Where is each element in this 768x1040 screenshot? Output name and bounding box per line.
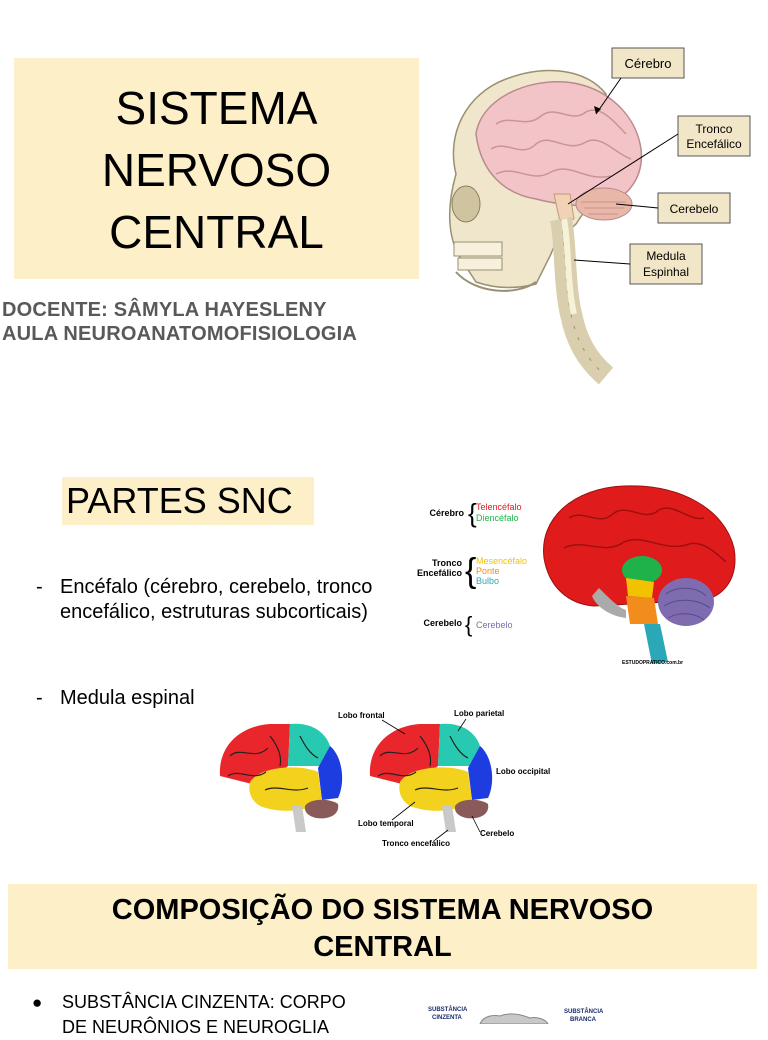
lobe-pointer-cerebelo [471, 815, 481, 833]
arrow-cerebro [595, 77, 622, 115]
label-box-cerebelo [657, 192, 731, 224]
title-box: SISTEMA NERVOSO CENTRAL [14, 58, 419, 279]
aula-credit: AULA NEUROANATOMOFISIOLOGIA [2, 323, 358, 345]
snc-label-tronco-2: Encefálico [417, 568, 463, 578]
snc-grey-region [592, 588, 626, 618]
left-sulci [227, 735, 319, 791]
left-cerebellum [304, 799, 339, 819]
composicao-heading-line-1: COMPOSIÇÃO DO SISTEMA NERVOSO [111, 894, 654, 926]
snc-telencefalo-shape [543, 485, 736, 607]
arrow-cerebelo [615, 203, 659, 209]
lower-teeth [457, 257, 503, 271]
right-brain [369, 723, 493, 832]
brain-gyri [490, 109, 632, 178]
label-tronco-2: Encefálico [686, 137, 742, 151]
composicao-heading: COMPOSIÇÃO DO SISTEMA NERVOSO CENTRAL [8, 884, 757, 969]
jaw-line [455, 271, 537, 292]
brainstem-shape [553, 193, 575, 223]
cerebellum-shape [575, 187, 633, 221]
arrowhead-cerebro [594, 106, 601, 114]
bullet-medula: - Medula espinal [36, 686, 296, 712]
left-brainstem [292, 806, 306, 832]
snc-label-bulbo: Bulbo [476, 576, 499, 586]
brace-cerebro: { [468, 498, 477, 528]
substance-mini-diagram: SUBSTÂNCIA CINZENTA SUBSTÂNCIA BRANCA [428, 1006, 604, 1024]
snc-label-mesencefalo: Mesencéfalo [476, 556, 527, 566]
bullet-text-encefalo: Encéfalo (cérebro, cerebelo, tronco ence… [60, 576, 373, 623]
partes-heading: PARTES SNC [62, 477, 314, 525]
left-parietal-lobe [288, 723, 330, 766]
bullet-encefalo: - Encéfalo (cérebro, cerebelo, tronco en… [36, 575, 376, 655]
substancia-bullet: SUBSTÂNCIA CINZENTA: CORPO DE NEURÔNIOS … [62, 990, 346, 1040]
cerebellum-folia [581, 201, 626, 215]
bullet-dot: ● [32, 993, 43, 1012]
lobe-label-cerebelo: Cerebelo [480, 829, 514, 838]
eye-socket [451, 185, 481, 223]
lobe-label-temporal: Lobo temporal [358, 819, 414, 828]
title-line-1: SISTEMA [115, 82, 318, 134]
mini-label-branca-1: SUBSTÂNCIA [564, 1008, 604, 1015]
title-line-3: CENTRAL [109, 206, 324, 258]
lobe-pointer-frontal [381, 719, 406, 735]
right-parietal-lobe [438, 723, 480, 766]
right-occipital-lobe [468, 746, 493, 800]
title-line-2: NERVOSO [101, 144, 332, 196]
lobe-pointer-tronco [434, 829, 449, 841]
arrow-medula [573, 259, 631, 265]
snc-ponte-shape [626, 596, 658, 624]
snc-cerebelo-shape [658, 578, 714, 626]
mini-label-cinzenta-1: SUBSTÂNCIA [428, 1006, 468, 1013]
snc-label-tronco-1: Tronco [432, 558, 463, 568]
bullet-text-medula: Medula espinal [60, 687, 195, 709]
snc-label-diencefalo: Diencéfalo [476, 513, 519, 523]
snc-label-ponte: Ponte [476, 566, 500, 576]
brace-tronco: { [465, 552, 476, 590]
brain-lobes-diagram: Lobo frontal Lobo parietal Lobo occipita… [210, 706, 560, 852]
right-brainstem [442, 806, 456, 832]
upper-teeth [453, 241, 503, 257]
bullet-dash: - [36, 576, 43, 598]
snc-label-cerebelo-left: Cerebelo [423, 618, 462, 628]
right-sulci [377, 735, 469, 791]
snc-cerebelo-folia [663, 587, 711, 621]
snc-label-cerebelo-right: Cerebelo [476, 620, 513, 630]
lobe-label-frontal: Lobo frontal [338, 711, 385, 720]
snc-parts-diagram: Cérebro { Telencéfalo Diencéfalo Tronco … [404, 478, 760, 692]
snc-diencefalo-shape [622, 556, 662, 584]
snc-mesencefalo-shape [626, 578, 654, 598]
arrow-tronco [567, 133, 679, 205]
lobe-label-occipital: Lobo occipital [496, 767, 550, 776]
label-medula-2: Espinhal [643, 265, 689, 279]
label-cerebelo: Cerebelo [670, 202, 719, 216]
mini-label-cinzenta-2: CINZENTA [432, 1015, 463, 1021]
spinal-cord [561, 218, 577, 315]
snc-gyri-lines [563, 507, 727, 563]
skull-cns-diagram: Cérebro Tronco Encefálico Cerebelo Medul… [448, 47, 751, 384]
lobe-label-tronco: Tronco encefálico [382, 839, 450, 848]
label-box-cerebro [611, 47, 685, 79]
docente-credit: DOCENTE: SÂMYLA HAYESLENY [2, 299, 327, 321]
snc-bulbo-shape [644, 624, 668, 664]
substancia-line-1: SUBSTÂNCIA CINZENTA: CORPO [62, 992, 346, 1012]
left-occipital-lobe [318, 746, 343, 800]
left-brain [219, 723, 343, 832]
lobe-pointer-parietal [457, 718, 467, 732]
snc-label-cerebro: Cérebro [429, 508, 464, 518]
bullet-dash: - [36, 687, 43, 709]
label-medula-1: Medula [646, 249, 686, 263]
right-cerebellum [454, 799, 489, 819]
snc-credit: ESTUDOPRATICO.com.br [622, 660, 683, 666]
label-tronco-1: Tronco [696, 122, 733, 136]
lobe-pointer-temporal [391, 801, 416, 821]
snc-label-telencefalo: Telencéfalo [476, 502, 522, 512]
lobe-label-parietal: Lobo parietal [454, 709, 504, 718]
label-box-medula [629, 243, 703, 285]
composicao-heading-line-2: CENTRAL [313, 931, 452, 963]
mini-brain-slice [479, 1013, 549, 1024]
label-box-tronco [677, 115, 751, 157]
substancia-line-2: DE NEURÔNIOS E NEUROGLIA [62, 1017, 330, 1037]
brace-cerebelo: { [465, 612, 472, 637]
label-cerebro: Cérebro [625, 56, 672, 71]
mini-label-branca-2: BRANCA [570, 1017, 597, 1023]
